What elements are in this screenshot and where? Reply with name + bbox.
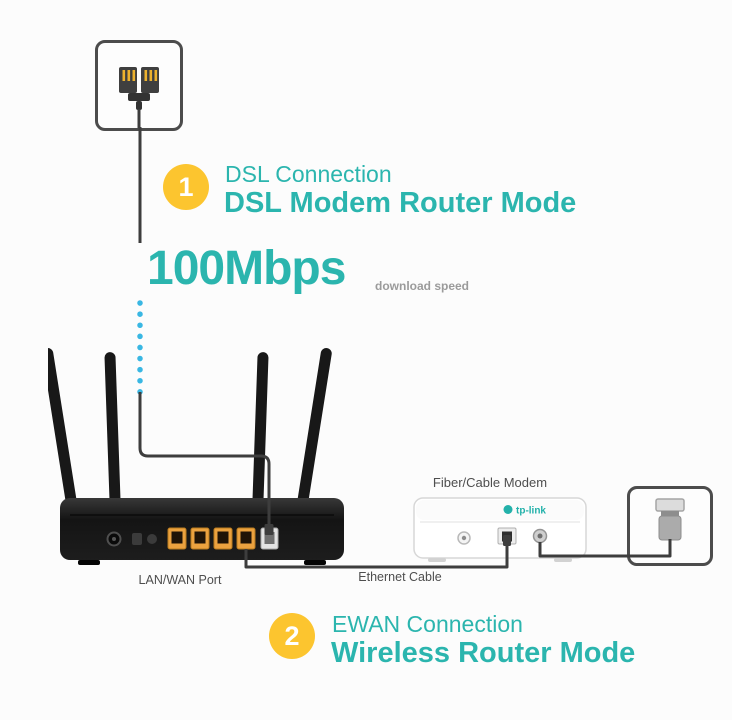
ethernet-cable-label: Ethernet Cable	[358, 570, 442, 584]
coax-wall-socket	[627, 486, 713, 566]
modem-brand-text: tp-link	[516, 506, 546, 517]
antenna-icon	[48, 348, 79, 517]
antenna-icon	[252, 352, 269, 515]
dsl-connection-title: DSL Connection	[225, 161, 392, 187]
step-2-badge: 2	[269, 613, 315, 659]
power-button-icon	[132, 533, 142, 545]
wireless-mode-subtitle: Wireless Router Mode	[331, 637, 636, 669]
step-1-badge: 1	[163, 164, 209, 210]
download-speed-caption: download speed	[375, 279, 470, 293]
antenna-icon	[104, 352, 121, 515]
router-illustration	[48, 348, 344, 565]
phone-jack-icon	[119, 67, 159, 128]
download-speed-value: 100Mbps	[147, 242, 346, 295]
ewan-connection-title: EWAN Connection	[332, 611, 523, 637]
tp-link-logo: tp-link	[503, 505, 546, 517]
lan-wan-port-label: LAN/WAN Port	[138, 573, 222, 587]
reset-button-icon	[147, 534, 157, 544]
coax-plug-icon	[655, 498, 685, 541]
modem-illustration: tp-link	[413, 497, 587, 562]
antenna-icon	[295, 348, 332, 517]
dsl-wall-socket	[95, 40, 183, 131]
modem-coax-port-icon	[532, 528, 548, 544]
fiber-cable-modem-label: Fiber/Cable Modem	[432, 475, 548, 490]
modem-lan-port-icon	[497, 527, 517, 545]
dsl-mode-subtitle: DSL Modem Router Mode	[224, 187, 577, 219]
dsl-port-icon	[260, 527, 279, 550]
